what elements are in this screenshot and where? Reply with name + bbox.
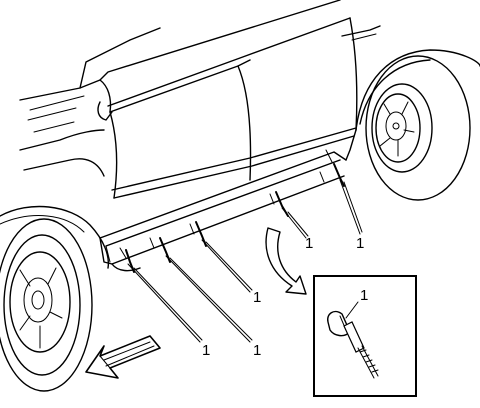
- callout-label: 1: [253, 289, 261, 306]
- callout-label: 1: [202, 342, 210, 359]
- curved-arrow-icon: [265, 227, 307, 295]
- callout-label: 1: [356, 235, 364, 252]
- front-direction-arrow-icon: [85, 335, 161, 379]
- rivet-marker: [333, 163, 345, 187]
- rocker-panel: [99, 151, 347, 272]
- truck-body: [0, 0, 480, 269]
- rear-wheel: [365, 55, 471, 201]
- callout-label: 1: [305, 235, 313, 252]
- rivet-marker: [275, 191, 289, 217]
- rivet-detail-box: 1: [313, 275, 417, 397]
- rivet-icon: [327, 310, 379, 379]
- rivet-leaders: [125, 149, 363, 343]
- front-wheel: [0, 218, 93, 392]
- callout-label: 1: [253, 342, 261, 359]
- detail-callout-label: 1: [360, 287, 368, 304]
